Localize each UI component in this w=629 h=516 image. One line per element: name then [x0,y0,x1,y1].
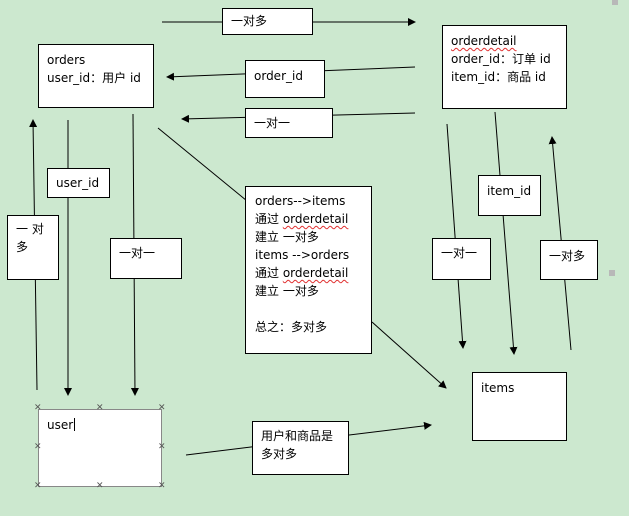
note-line-7: 总之：多对多 [255,320,328,334]
resize-handle-tr[interactable]: ✕ [158,403,166,413]
label-right-one-to-many[interactable]: 一对多 [540,240,598,280]
note-line-6: 建立 一对多 [255,284,319,298]
note-line-3: 建立 一对多 [255,230,319,244]
label-left-one-to-many[interactable]: 一 对 多 [7,215,59,280]
text-cursor [74,418,76,431]
note-line-2: 通过 orderdetail [255,212,349,226]
arrow-down-right-a [446,123,467,349]
resize-handle-mr[interactable]: ✕ [158,442,166,452]
user-title: user [47,418,74,432]
resize-handle-ml[interactable]: ✕ [34,442,42,452]
resize-handle-bm[interactable]: ✕ [96,481,104,491]
label-left-one-to-one[interactable]: 一对一 [110,238,182,279]
page-marker-top [612,0,618,5]
label-mid-one-to-one[interactable]: 一对一 [245,108,333,138]
orders-title: orders [47,53,86,67]
note-summary[interactable]: orders-->items 通过 orderdetail 建立 一对多 ite… [245,186,372,354]
label-top-one-to-many[interactable]: 一对多 [222,8,313,35]
page-marker-mid [609,270,615,276]
label-right-one-to-one[interactable]: 一对一 [432,238,491,280]
entity-items[interactable]: items [472,372,567,441]
entity-user[interactable]: user [38,409,162,487]
note-line-4: items -->orders [255,248,350,262]
label-item-id[interactable]: item_id [478,175,541,216]
orderdetail-field-order-id: order_id：订单 id [451,52,551,66]
resize-handle-bl[interactable]: ✕ [34,481,42,491]
line-orders-note [157,127,259,211]
label-user-items-many-to-many[interactable]: 用户和商品是 多对多 [252,421,349,475]
label-user-id[interactable]: user_id [47,168,110,198]
note-blank-line [255,300,362,318]
arrow-down-right-b [494,111,518,355]
label-order-id[interactable]: order_id [245,60,325,98]
note-line-5: 通过 orderdetail [255,266,349,280]
entity-orders[interactable]: orders user_id：用户 id [38,44,154,108]
orderdetail-title: orderdetail [451,34,517,48]
arrow-note-items [371,321,447,389]
entity-orderdetail[interactable]: orderdetail order_id：订单 id item_id：商品 id [442,25,567,109]
items-title: items [481,381,515,395]
orders-field: user_id：用户 id [47,71,141,85]
orderdetail-field-item-id: item_id：商品 id [451,70,546,84]
resize-handle-br[interactable]: ✕ [158,481,166,491]
note-line-1: orders-->items [255,194,346,208]
resize-handle-tl[interactable]: ✕ [34,403,42,413]
resize-handle-tm[interactable]: ✕ [96,403,104,413]
